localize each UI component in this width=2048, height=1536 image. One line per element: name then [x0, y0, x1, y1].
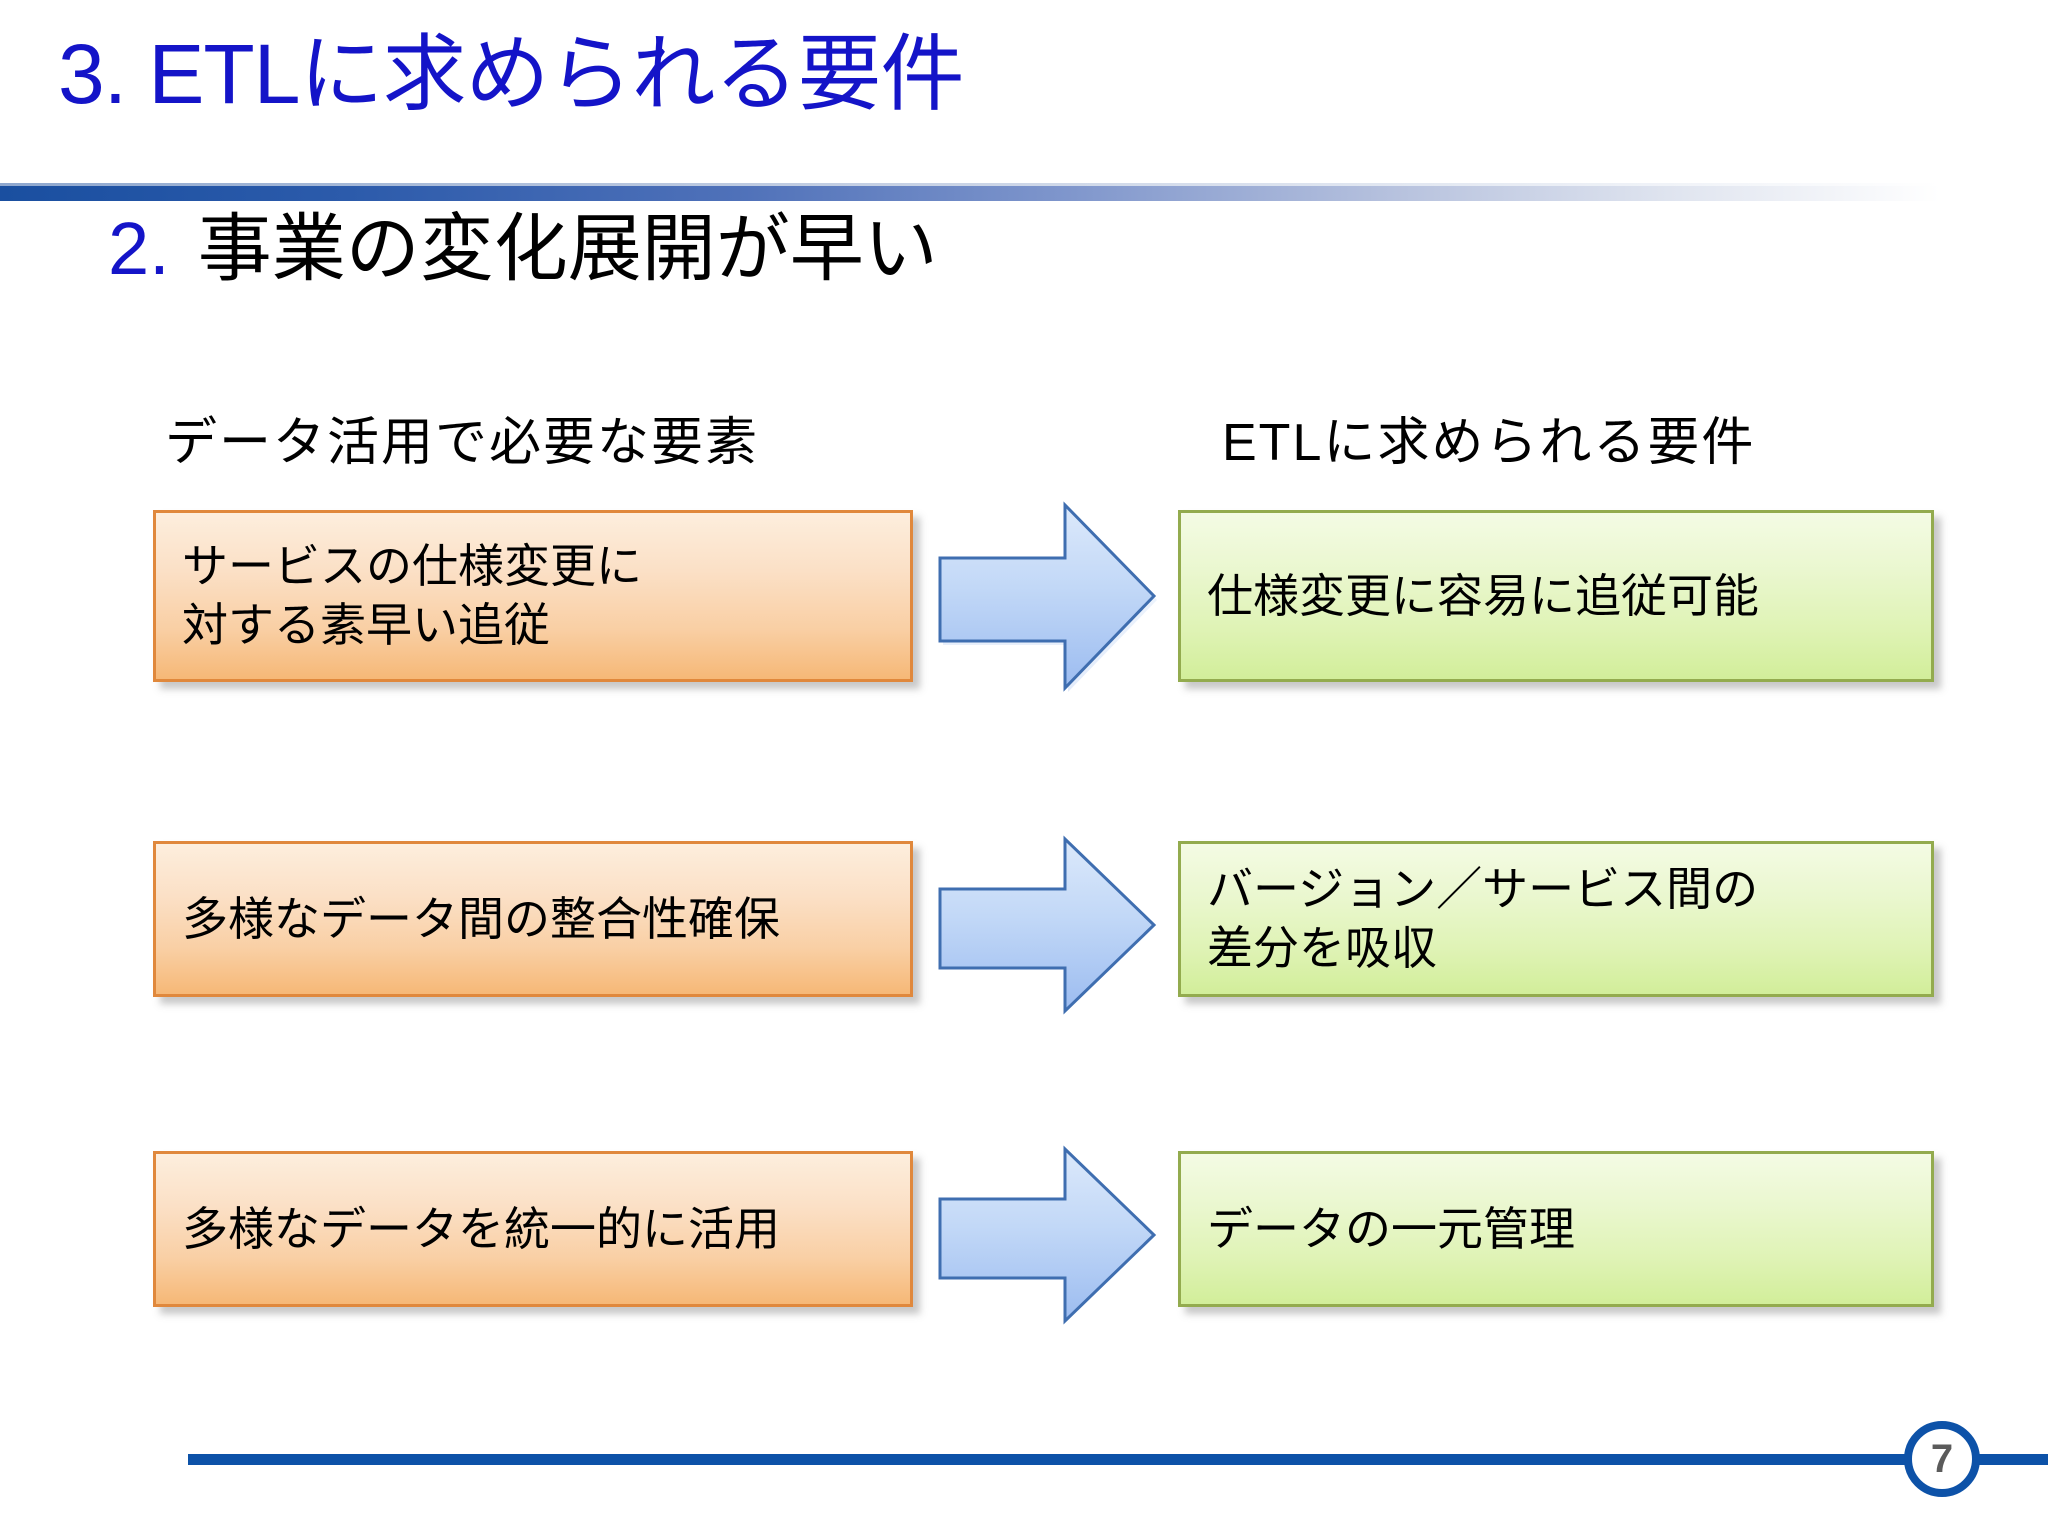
requirement-card-right-text: バージョン／サービス間の 差分を吸収 — [1181, 860, 1931, 978]
card-line: 多様なデータを統一的に活用 — [182, 1202, 780, 1255]
requirement-card-left-text: サービスの仕様変更に 対する素早い追従 — [156, 537, 910, 655]
requirement-card-right[interactable]: 仕様変更に容易に追従可能 — [1178, 510, 1934, 682]
subtitle-text: 事業の変化展開が早い — [197, 207, 938, 290]
requirement-card-right[interactable]: データの一元管理 — [1178, 1151, 1934, 1307]
requirement-card-left[interactable]: 多様なデータを統一的に活用 — [153, 1151, 913, 1307]
requirement-card-left[interactable]: サービスの仕様変更に 対する素早い追従 — [153, 510, 913, 682]
card-line: バージョン／サービス間の — [1207, 863, 1759, 916]
requirement-card-left[interactable]: 多様なデータ間の整合性確保 — [153, 841, 913, 997]
card-line: 対する素早い追従 — [182, 599, 550, 651]
column-header-left: データ活用で必要な要素 — [165, 414, 760, 472]
requirement-card-right-text: 仕様変更に容易に追従可能 — [1181, 567, 1931, 626]
right-arrow-icon — [933, 492, 1161, 700]
requirement-card-left-text: 多様なデータを統一的に活用 — [156, 1200, 910, 1259]
page-title: 3. ETLに求められる要件 — [58, 27, 964, 121]
right-arrow-icon — [933, 827, 1161, 1023]
card-line: 仕様変更に容易に追従可能 — [1207, 569, 1759, 622]
column-header-right: ETLに求められる要件 — [1222, 414, 1756, 472]
card-line: 多様なデータ間の整合性確保 — [182, 892, 780, 945]
card-line: 差分を吸収 — [1207, 922, 1437, 974]
title-divider-hairline — [0, 183, 1940, 186]
requirement-card-right[interactable]: バージョン／サービス間の 差分を吸収 — [1178, 841, 1934, 997]
card-line: データの一元管理 — [1207, 1202, 1575, 1255]
card-line: サービスの仕様変更に — [182, 540, 642, 593]
title-divider — [0, 186, 1940, 201]
right-arrow-icon — [933, 1137, 1161, 1333]
requirement-card-right-text: データの一元管理 — [1181, 1200, 1931, 1259]
page-number-badge: 7 — [1904, 1421, 1980, 1497]
subtitle-number: 2. — [108, 207, 170, 290]
footer-rule — [188, 1454, 2048, 1465]
subtitle: 2. 事業の変化展開が早い — [108, 208, 938, 289]
requirement-card-left-text: 多様なデータ間の整合性確保 — [156, 890, 910, 949]
